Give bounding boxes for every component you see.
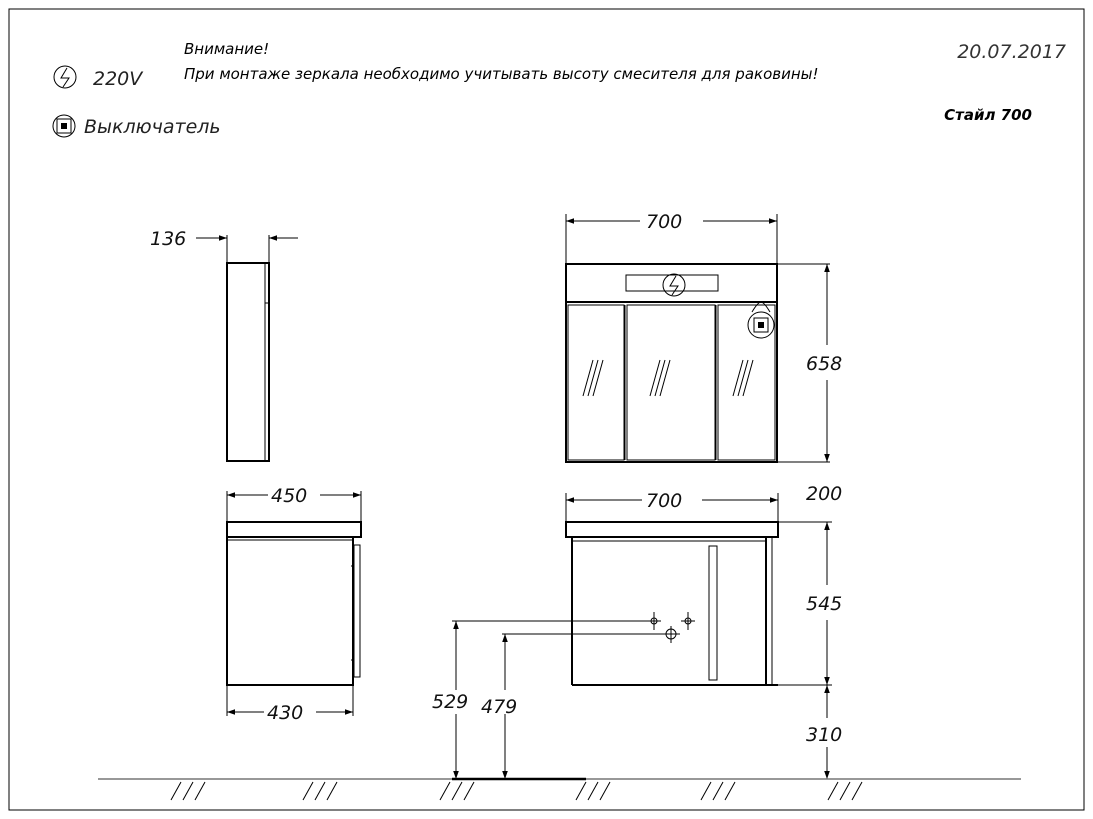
sheet-border — [8, 8, 1085, 811]
power-label: 220V — [93, 68, 144, 90]
square-switch-circle-icon — [52, 114, 76, 138]
mirror-depth-label: 136 — [150, 228, 186, 250]
mirror-width-label: 700 — [646, 211, 682, 233]
square-switch-circle-icon — [747, 301, 775, 339]
mirror-side-view — [196, 235, 298, 462]
lightning-bolt-circle-icon — [662, 273, 686, 297]
drawing-date: 20.07.2017 — [957, 41, 1066, 63]
model-name: Стайл 700 — [944, 106, 1032, 124]
pipe-height-lower-label: 479 — [481, 696, 517, 718]
cabinet-top-depth-label: 450 — [271, 485, 307, 507]
cabinet-front-view — [565, 493, 832, 779]
pipe-connection-marks — [452, 612, 695, 779]
mirror-front-view — [565, 214, 830, 463]
cabinet-floor-gap-label: 310 — [806, 724, 842, 746]
cabinet-width-label: 700 — [646, 490, 682, 512]
cabinet-offset-label: 200 — [806, 483, 842, 505]
switch-label: Выключатель — [84, 116, 221, 138]
lightning-bolt-circle-icon — [53, 65, 77, 89]
notice-title: Внимание! — [184, 40, 269, 58]
mirror-height-label: 658 — [806, 353, 842, 375]
cabinet-height-label: 545 — [806, 593, 842, 615]
floor-line — [98, 777, 1021, 801]
cabinet-bottom-depth-label: 430 — [267, 702, 303, 724]
pipe-height-upper-label: 529 — [432, 691, 468, 713]
notice-text: При монтаже зеркала необходимо учитывать… — [184, 65, 819, 83]
cabinet-side-view — [226, 491, 362, 716]
